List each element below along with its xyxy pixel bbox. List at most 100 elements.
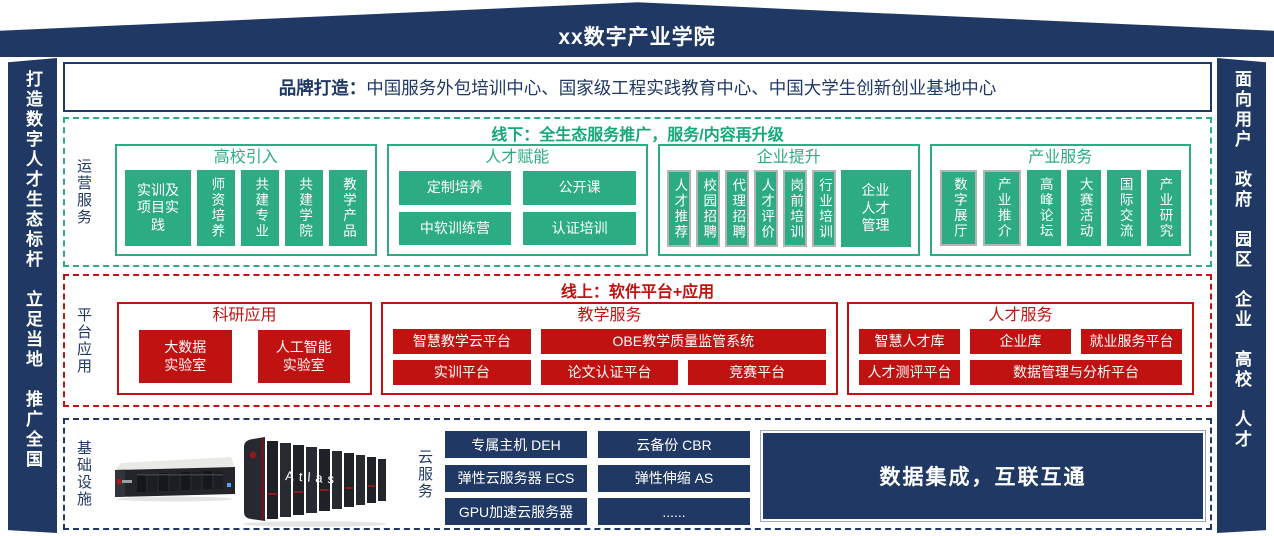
- item-box: 实训平台: [393, 360, 531, 385]
- group-content: 大数据 实验室 人工智能 实验室: [119, 327, 370, 393]
- group-title: 人才服务: [988, 307, 1053, 324]
- item-box: 数字展厅: [939, 170, 978, 246]
- item-box: 智慧人才库: [859, 329, 960, 354]
- infrastructure-side-label: 基础设施: [75, 420, 92, 528]
- item-box: 企业 人才 管理: [840, 170, 911, 247]
- item-box: 论文认证平台: [540, 360, 679, 385]
- group-title: 企业提升: [756, 149, 821, 166]
- item-box: 代理招聘: [724, 170, 749, 247]
- atlas-cluster-image: Atlas: [243, 437, 387, 527]
- item-box: 产业研究: [1147, 170, 1182, 246]
- group-enterprise-upgrade: 企业提升 人才推荐 校园招聘 代理招聘 人才评价 岗前培训 行业培训 企业 人才…: [658, 144, 920, 256]
- right-pillar-text: 面向用户 政府 园区 企业 高校 人才: [1232, 70, 1251, 450]
- operation-side-label: 运营服务: [75, 119, 92, 265]
- group-talent-service: 人才服务 智慧人才库 企业库 就业服务平台 人才测评平台 数据管理与分析平台: [847, 302, 1194, 395]
- item-box: 人才评价: [753, 170, 778, 247]
- operation-side-label-text: 运营服务: [75, 158, 92, 226]
- item-label: 代理招聘: [730, 177, 746, 240]
- right-pillar: 面向用户 政府 园区 企业 高校 人才: [1217, 58, 1266, 533]
- item-label: 产业推介: [995, 177, 1011, 239]
- platform-groups: 科研应用 大数据 实验室 人工智能 实验室 教学服务 智慧教学云平台 OBE教学…: [117, 302, 1194, 395]
- item-box: 就业服务平台: [1081, 329, 1182, 354]
- operation-section: 线下：全生态服务推广，服务/内容再升级 运营服务 高校引入 实训及 项目实 践 …: [63, 117, 1212, 267]
- item-box: 岗前培训: [782, 170, 807, 247]
- group-teaching-service: 教学服务 智慧教学云平台 OBE教学质量监管系统 实训平台 论文认证平台 竞赛平…: [381, 302, 838, 395]
- group-talent-enablement: 人才赋能 定制培养 公开课 中软训练营 认证培训: [386, 144, 648, 256]
- item-box: OBE教学质量监管系统: [540, 329, 826, 354]
- group-content: 人才推荐 校园招聘 代理招聘 人才评价 岗前培训 行业培训 企业 人才 管理: [660, 169, 918, 254]
- brand-text: 中国服务外包培训中心、国家级工程实践教育中心、中国大学生创新创业基地中心: [366, 77, 997, 98]
- item-box: 人才推荐: [667, 170, 691, 247]
- item-label: 高峰论坛: [1037, 177, 1053, 239]
- item-label: 教学产品: [340, 177, 356, 239]
- group-title: 高校引入: [213, 149, 278, 166]
- item-label: 国际交流: [1117, 177, 1133, 239]
- platform-section-title: 线上：软件平台+应用: [560, 284, 715, 301]
- item-label: 师资培养: [209, 177, 225, 239]
- group-content: 实训及 项目实 践 师资培养 共建专业 共建学院 教学产品: [117, 169, 375, 254]
- item-label: 共建学院: [297, 177, 313, 239]
- item-box: 中软训练营: [398, 211, 512, 245]
- item-box: 大数据 实验室: [139, 330, 232, 383]
- item-label: 产业研究: [1157, 177, 1173, 239]
- group-content: 智慧教学云平台 OBE教学质量监管系统 实训平台 论文认证平台 竞赛平台: [383, 327, 836, 393]
- operation-groups: 高校引入 实训及 项目实 践 师资培养 共建专业 共建学院 教学产品 人才赋能 …: [115, 144, 1191, 256]
- cloud-item: ......: [598, 498, 750, 525]
- item-label: 校园招聘: [701, 177, 717, 240]
- item-box: 行业培训: [811, 170, 836, 247]
- infrastructure-section: 基础设施 Atlas 云服务: [63, 418, 1212, 530]
- cloud-service-label: 云服务: [416, 420, 433, 528]
- group-university-intro: 高校引入 实训及 项目实 践 师资培养 共建专业 共建学院 教学产品: [115, 144, 377, 256]
- item-box: 高峰论坛: [1027, 170, 1062, 246]
- infrastructure-side-label-text: 基础设施: [75, 440, 92, 508]
- cloud-item: GPU加速云服务器: [445, 498, 587, 525]
- cloud-item: 弹性伸缩 AS: [598, 464, 750, 492]
- item-label: 行业培训: [816, 177, 832, 240]
- item-box: 共建专业: [240, 170, 279, 246]
- item-box: 企业库: [970, 329, 1071, 354]
- group-research-apps: 科研应用 大数据 实验室 人工智能 实验室: [117, 302, 372, 395]
- page-title: xx数字产业学院: [558, 26, 716, 49]
- item-box: 竞赛平台: [688, 360, 826, 385]
- group-content: 定制培养 公开课 中软训练营 认证培训: [389, 169, 647, 254]
- item-box: 教学产品: [328, 170, 367, 246]
- data-integration-banner: 数据集成，互联互通: [761, 431, 1205, 521]
- item-label: 人才推荐: [672, 177, 688, 240]
- group-title: 产业服务: [1028, 149, 1093, 166]
- group-content: 数字展厅 产业推介 高峰论坛 大赛活动 国际交流 产业研究: [932, 169, 1190, 254]
- item-label: 岗前培训: [788, 177, 804, 240]
- rack-server-image: [115, 457, 235, 502]
- item-box: 产业推介: [983, 170, 1022, 246]
- item-box: 师资培养: [197, 170, 235, 246]
- item-box: 实训及 项目实 践: [125, 170, 191, 246]
- platform-section: 线上：软件平台+应用 平台应用 科研应用 大数据 实验室 人工智能 实验室 教学…: [63, 274, 1212, 407]
- item-label: 数字展厅: [951, 177, 967, 239]
- cloud-item: 弹性云服务器 ECS: [445, 464, 587, 492]
- item-box: 数据管理与分析平台: [970, 360, 1182, 385]
- platform-side-label: 平台应用: [75, 276, 92, 405]
- item-box: 公开课: [523, 171, 636, 205]
- group-industry-service: 产业服务 数字展厅 产业推介 高峰论坛 大赛活动 国际交流 产业研究: [929, 144, 1191, 256]
- group-title: 科研应用: [212, 307, 277, 324]
- cloud-item: 专属主机 DEH: [445, 431, 587, 458]
- group-title: 人才赋能: [485, 149, 550, 166]
- item-label: 大赛活动: [1077, 177, 1093, 239]
- item-box: 国际交流: [1107, 170, 1142, 246]
- item-box: 大赛活动: [1067, 170, 1102, 246]
- cloud-item: 云备份 CBR: [598, 431, 750, 458]
- item-label: 人才评价: [759, 177, 775, 240]
- item-box: 共建学院: [284, 170, 323, 246]
- top-banner: xx数字产业学院: [0, 2, 1274, 57]
- brand-label: 品牌打造：: [278, 77, 367, 98]
- group-title: 教学服务: [577, 307, 642, 324]
- item-box: 智慧教学云平台: [393, 329, 531, 354]
- item-box: 定制培养: [398, 171, 512, 205]
- operation-section-title: 线下：全生态服务推广，服务/内容再升级: [491, 127, 784, 144]
- atlas-label: Atlas: [285, 468, 340, 487]
- item-box: 人才测评平台: [859, 360, 960, 385]
- item-box: 校园招聘: [695, 170, 720, 247]
- item-box: 人工智能 实验室: [257, 330, 350, 383]
- item-label: 共建专业: [253, 177, 269, 239]
- left-pillar: 打造数字人才生态标杆 立足当地 推广全国: [8, 58, 57, 533]
- brand-bar: 品牌打造： 中国服务外包培训中心、国家级工程实践教育中心、中国大学生创新创业基地…: [63, 62, 1212, 112]
